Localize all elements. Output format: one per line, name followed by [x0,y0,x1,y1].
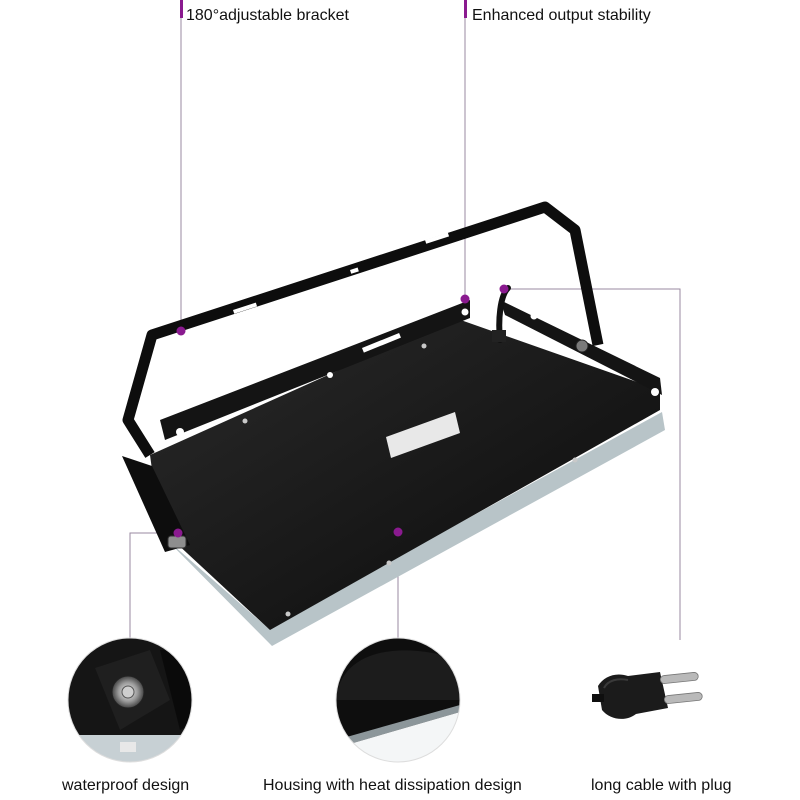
floodlight-body [150,285,665,646]
housing-surface-icon [335,637,461,763]
accent-tick-right [464,0,467,18]
callout-cable-label: long cable with plug [591,777,732,794]
waterproof-valve-icon [67,637,193,763]
callout-dots [173,284,509,538]
power-plug-icon [592,672,703,719]
adjustable-bracket [122,201,604,552]
accent-tick-left [180,0,183,18]
callout-waterproof-label: waterproof design [62,777,190,794]
callout-housing-label: Housing with heat dissipation design [263,777,522,794]
callout-bracket-label: 180°adjustable bracket [186,7,349,24]
callout-stability-label: Enhanced output stability [472,7,651,24]
leader-lines [129,18,681,640]
